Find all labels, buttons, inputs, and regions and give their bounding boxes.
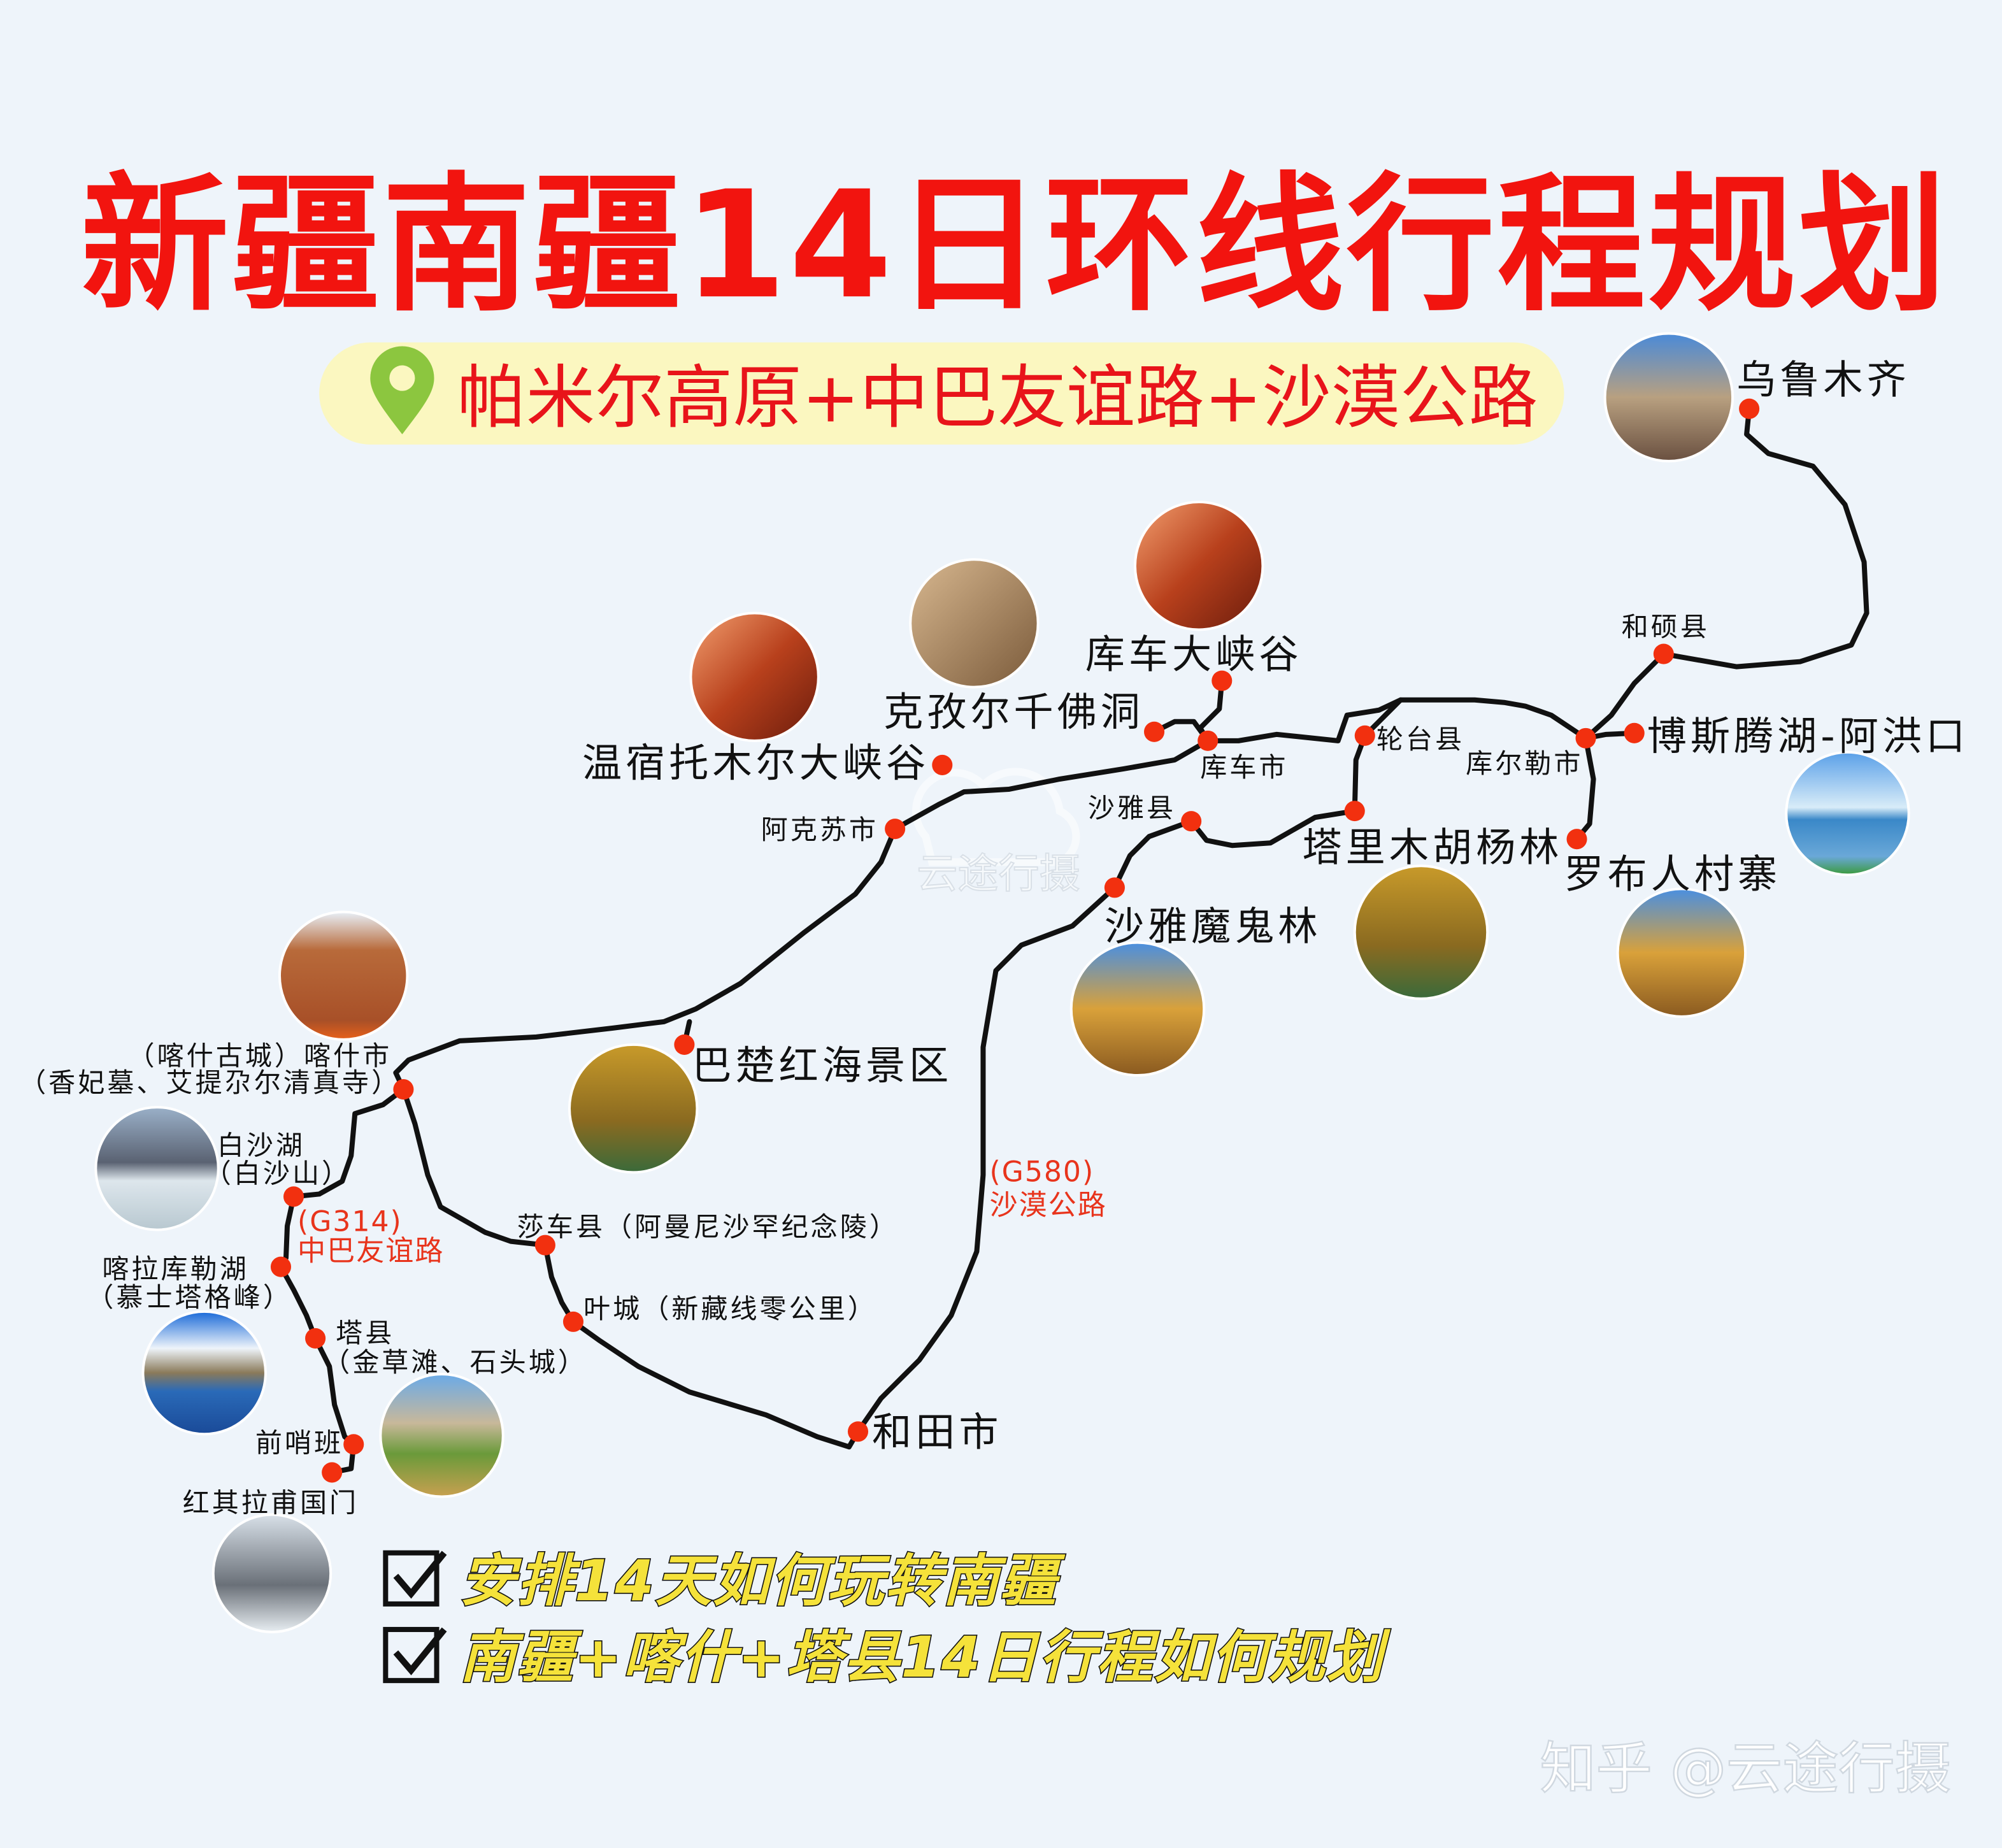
marker-kizil[interactable] xyxy=(1144,721,1165,742)
marker-korla[interactable] xyxy=(1575,727,1596,749)
label-kashgar: （喀什古城）喀什市 xyxy=(127,1040,392,1071)
photo-urumqi xyxy=(1603,332,1734,462)
photo-baisha-lake xyxy=(94,1106,220,1231)
photo-kashgar xyxy=(278,910,409,1041)
route-main-loop xyxy=(393,406,1870,1092)
label-g580-code: (G580) xyxy=(989,1156,1094,1188)
photo-khunjerab xyxy=(211,1513,332,1633)
marker-lopnur[interactable] xyxy=(1566,829,1587,850)
marker-urumqi[interactable] xyxy=(1739,398,1760,419)
marker-karakul[interactable] xyxy=(270,1256,292,1277)
marker-kuqa[interactable] xyxy=(1198,730,1219,751)
checkbox-checked-icon xyxy=(383,1550,447,1607)
label-karakul: 喀拉库勒湖 xyxy=(102,1254,248,1285)
label-g314-name: 中巴友谊路 xyxy=(297,1235,444,1268)
marker-tarim[interactable] xyxy=(1344,801,1365,822)
checklist-item: 南疆+喀什+塔县14日行程如何规划 xyxy=(383,1624,1391,1691)
route-southern xyxy=(401,697,1403,1450)
marker-taxian[interactable] xyxy=(305,1328,326,1349)
label-g580-name: 沙漠公路 xyxy=(989,1189,1106,1222)
marker-yecheng[interactable] xyxy=(562,1311,584,1332)
marker-baisha[interactable] xyxy=(283,1186,304,1207)
label-korla: 库尔勒市 xyxy=(1466,748,1583,779)
marker-hotan[interactable] xyxy=(847,1421,869,1442)
marker-kashgar[interactable] xyxy=(393,1079,414,1100)
photo-karakul-lake xyxy=(141,1310,267,1436)
photo-kizil-caves xyxy=(909,558,1040,689)
marker-khunjerab[interactable] xyxy=(322,1462,343,1483)
photo-lopnur-village xyxy=(1616,887,1747,1018)
marker-kuqa-canyon[interactable] xyxy=(1212,670,1233,691)
photo-wensu-canyon xyxy=(689,612,820,742)
marker-shaya-forest[interactable] xyxy=(1104,877,1125,898)
label-kashgar-sights: （香妃墓、艾提尕尔清真寺） xyxy=(19,1067,401,1098)
label-g314-code: (G314) xyxy=(297,1206,403,1238)
marker-bachu[interactable] xyxy=(674,1034,695,1055)
label-taxian: 塔县 xyxy=(336,1317,394,1349)
label-baisha-sub: （白沙山） xyxy=(204,1157,351,1189)
location-markers xyxy=(270,398,1760,1483)
watermark-corner: 知乎 @云途行摄 xyxy=(1540,1736,1950,1801)
scenic-photos xyxy=(94,332,1910,1633)
label-lopnur: 罗布人村寨 xyxy=(1564,850,1781,897)
photo-bachu xyxy=(568,1043,699,1174)
label-shache: 莎车县（阿曼尼沙罕纪念陵） xyxy=(517,1212,899,1243)
label-kizil: 克孜尔千佛洞 xyxy=(883,689,1144,735)
marker-qianshao[interactable] xyxy=(343,1434,364,1455)
place-labels: 乌鲁木齐 和硕县 博斯腾湖-阿洪口 库尔勒市 轮台县 塔里木胡杨林 罗布人村寨 … xyxy=(19,357,1969,1519)
svg-text:云途行摄: 云途行摄 xyxy=(917,850,1080,898)
marker-wensu[interactable] xyxy=(932,754,953,775)
label-tarim: 塔里木胡杨林 xyxy=(1303,824,1563,870)
label-karakul-sub: （慕士塔格峰） xyxy=(87,1282,292,1313)
label-yecheng: 叶城（新藏线零公里） xyxy=(583,1293,877,1324)
label-shaya-forest: 沙雅魔鬼林 xyxy=(1105,903,1322,950)
location-pin-icon xyxy=(370,346,434,434)
page-title: 新疆南疆14日环线行程规划 xyxy=(81,159,1949,331)
marker-shaya[interactable] xyxy=(1181,811,1202,832)
label-baisha: 白沙湖 xyxy=(217,1129,305,1161)
marker-bosten[interactable] xyxy=(1624,722,1645,743)
label-wensu: 温宿托木尔大峡谷 xyxy=(582,740,929,786)
label-luntai: 轮台县 xyxy=(1376,724,1464,755)
checklist-item: 安排14天如何玩转南疆 xyxy=(383,1547,1066,1614)
marker-aksu[interactable] xyxy=(885,819,906,840)
label-hotan: 和田市 xyxy=(872,1408,1002,1455)
label-bosten: 博斯腾湖-阿洪口 xyxy=(1647,713,1969,759)
checkbox-checked-icon xyxy=(383,1626,447,1684)
label-urumqi: 乌鲁木齐 xyxy=(1736,357,1910,403)
checklist: 安排14天如何玩转南疆 南疆+喀什+塔县14日行程如何规划 xyxy=(383,1547,1391,1691)
marker-luntai[interactable] xyxy=(1354,725,1375,746)
svg-text:南疆+喀什+塔县14日行程如何规划: 南疆+喀什+塔县14日行程如何规划 xyxy=(460,1624,1391,1690)
label-khunjerab: 红其拉甫国门 xyxy=(183,1487,359,1519)
marker-shache[interactable] xyxy=(534,1235,555,1256)
label-taxian-sub: （金草滩、石头城） xyxy=(323,1347,587,1378)
watermark-center: 云途行摄 xyxy=(912,768,1081,898)
label-heshuo: 和硕县 xyxy=(1622,611,1710,642)
photo-tarim-poplar xyxy=(1353,864,1489,1000)
label-kuqa-canyon: 库车大峡谷 xyxy=(1085,631,1303,678)
svg-text:安排14天如何玩转南疆: 安排14天如何玩转南疆 xyxy=(460,1548,1066,1614)
route-kizil xyxy=(1152,719,1211,743)
photo-taxian xyxy=(379,1373,504,1498)
label-kuqa: 库车市 xyxy=(1200,752,1288,783)
label-aksu: 阿克苏市 xyxy=(761,814,878,845)
label-shaya: 沙雅县 xyxy=(1088,792,1176,824)
label-qianshao: 前哨班 xyxy=(255,1427,343,1458)
photo-bosten-lake xyxy=(1785,750,1910,877)
marker-heshuo[interactable] xyxy=(1653,643,1674,664)
label-bachu: 巴楚红海景区 xyxy=(692,1042,952,1089)
subtitle-banner: 帕米尔高原+中巴友谊路+沙漠公路 xyxy=(319,342,1564,445)
photo-shaya-forest xyxy=(1069,941,1206,1077)
photo-kuqa-canyon xyxy=(1133,501,1264,631)
subtitle: 帕米尔高原+中巴友谊路+沙漠公路 xyxy=(457,358,1538,438)
